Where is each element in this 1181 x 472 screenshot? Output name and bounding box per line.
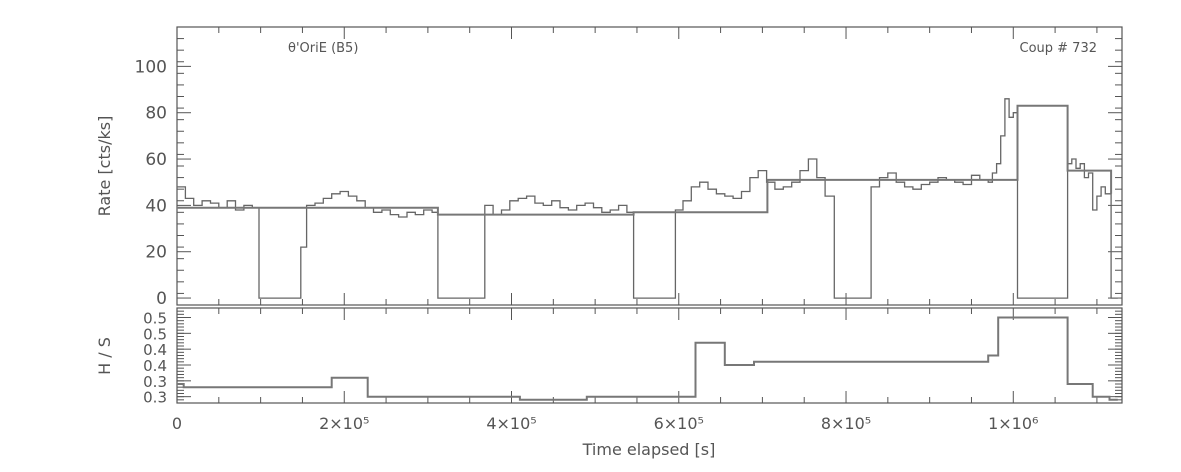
time-axis-label: Time elapsed [s] (582, 440, 716, 459)
hardness-series (177, 316, 1118, 401)
hardness-axis-label: H / S (95, 337, 114, 375)
rate-series (177, 98, 1118, 299)
rate-ytick-label: 20 (145, 243, 167, 263)
coup-number-label: Coup # 732 (1020, 41, 1098, 56)
hardness-ytick-label: 0.4 (143, 357, 167, 375)
hardness-axis-ticks (176, 308, 1122, 404)
time-xtick-label: 2×10⁵ (319, 414, 369, 433)
time-xtick-label: 4×10⁵ (486, 414, 536, 433)
source-name-label: θ'OriE (B5) (288, 41, 358, 56)
rate-axis-ticks (176, 26, 1122, 306)
hardness-ytick-label: 0.4 (143, 341, 167, 359)
time-xtick-label: 6×10⁵ (654, 414, 704, 433)
time-xtick-label: 8×10⁵ (821, 414, 871, 433)
rate-ytick-label: 40 (145, 196, 167, 216)
rate-ytick-label: 80 (145, 104, 167, 124)
rate-axis-label: Rate [cts/ks] (95, 116, 114, 217)
hardness-ytick-label: 0.3 (143, 373, 167, 391)
rate-series-fine-binned (177, 98, 1118, 299)
time-xtick-label: 0 (172, 414, 182, 433)
hardness-ytick-label: 0.3 (143, 389, 167, 407)
hardness-axis-tick-labels: 0.30.30.40.40.50.5 (143, 310, 167, 407)
rate-axis-tick-labels: 0 20 40 60 80 100 (135, 57, 167, 309)
hardness-ytick-label: 0.5 (143, 310, 167, 328)
time-xtick-label: 1×10⁶ (988, 414, 1038, 433)
rate-ytick-label: 0 (156, 289, 167, 309)
rate-series-block (177, 104, 1113, 216)
hardness-panel-frame (176, 307, 1123, 404)
rate-ytick-label: 60 (145, 150, 167, 170)
time-axis-tick-labels: 0 2×10⁵ 4×10⁵ 6×10⁵ 8×10⁵ 1×10⁶ (172, 414, 1039, 433)
hardness-ytick-label: 0.5 (143, 325, 167, 343)
rate-panel-frame (176, 26, 1123, 306)
hardness-series-block (177, 316, 1118, 401)
rate-panel: 0 20 40 60 80 100 θ'OriE (B5) Coup # 732 Rate… (95, 26, 1123, 309)
rate-ytick-label: 100 (135, 57, 167, 77)
